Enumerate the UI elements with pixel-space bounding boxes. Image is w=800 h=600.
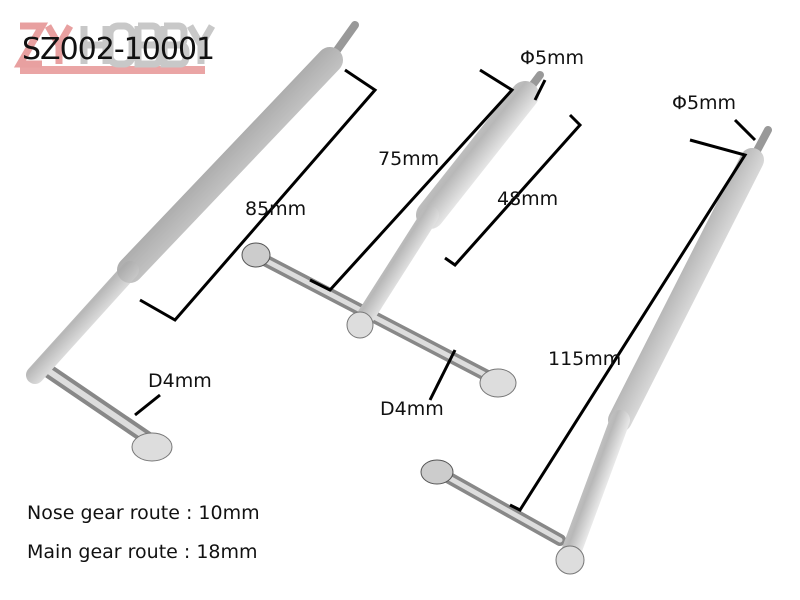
label-75mm: 75mm (378, 148, 440, 170)
label-d4mm-2: D4mm (380, 398, 444, 420)
logo-watermark (13, 22, 216, 74)
main-gear-note: Main gear route : 18mm (27, 541, 258, 563)
product-code: SZ002-10001 (22, 32, 215, 67)
logo-hobby-glyphs (80, 22, 216, 68)
label-phi5mm-2: Φ5mm (672, 92, 737, 114)
logo-zy-glyphs (13, 22, 74, 68)
strut-3 (420, 126, 772, 575)
label-phi5mm-1: Φ5mm (520, 47, 585, 69)
logo-underline (20, 66, 205, 74)
dimension-lines (134, 68, 757, 512)
label-d4mm-1: D4mm (148, 370, 212, 392)
label-85mm: 85mm (245, 198, 307, 220)
label-115mm: 115mm (548, 348, 622, 370)
strut-1 (26, 21, 359, 462)
nut-icon (131, 432, 173, 462)
nose-gear-note: Nose gear route : 10mm (27, 502, 260, 524)
label-48mm: 48mm (497, 188, 559, 210)
strut-2 (241, 71, 544, 398)
